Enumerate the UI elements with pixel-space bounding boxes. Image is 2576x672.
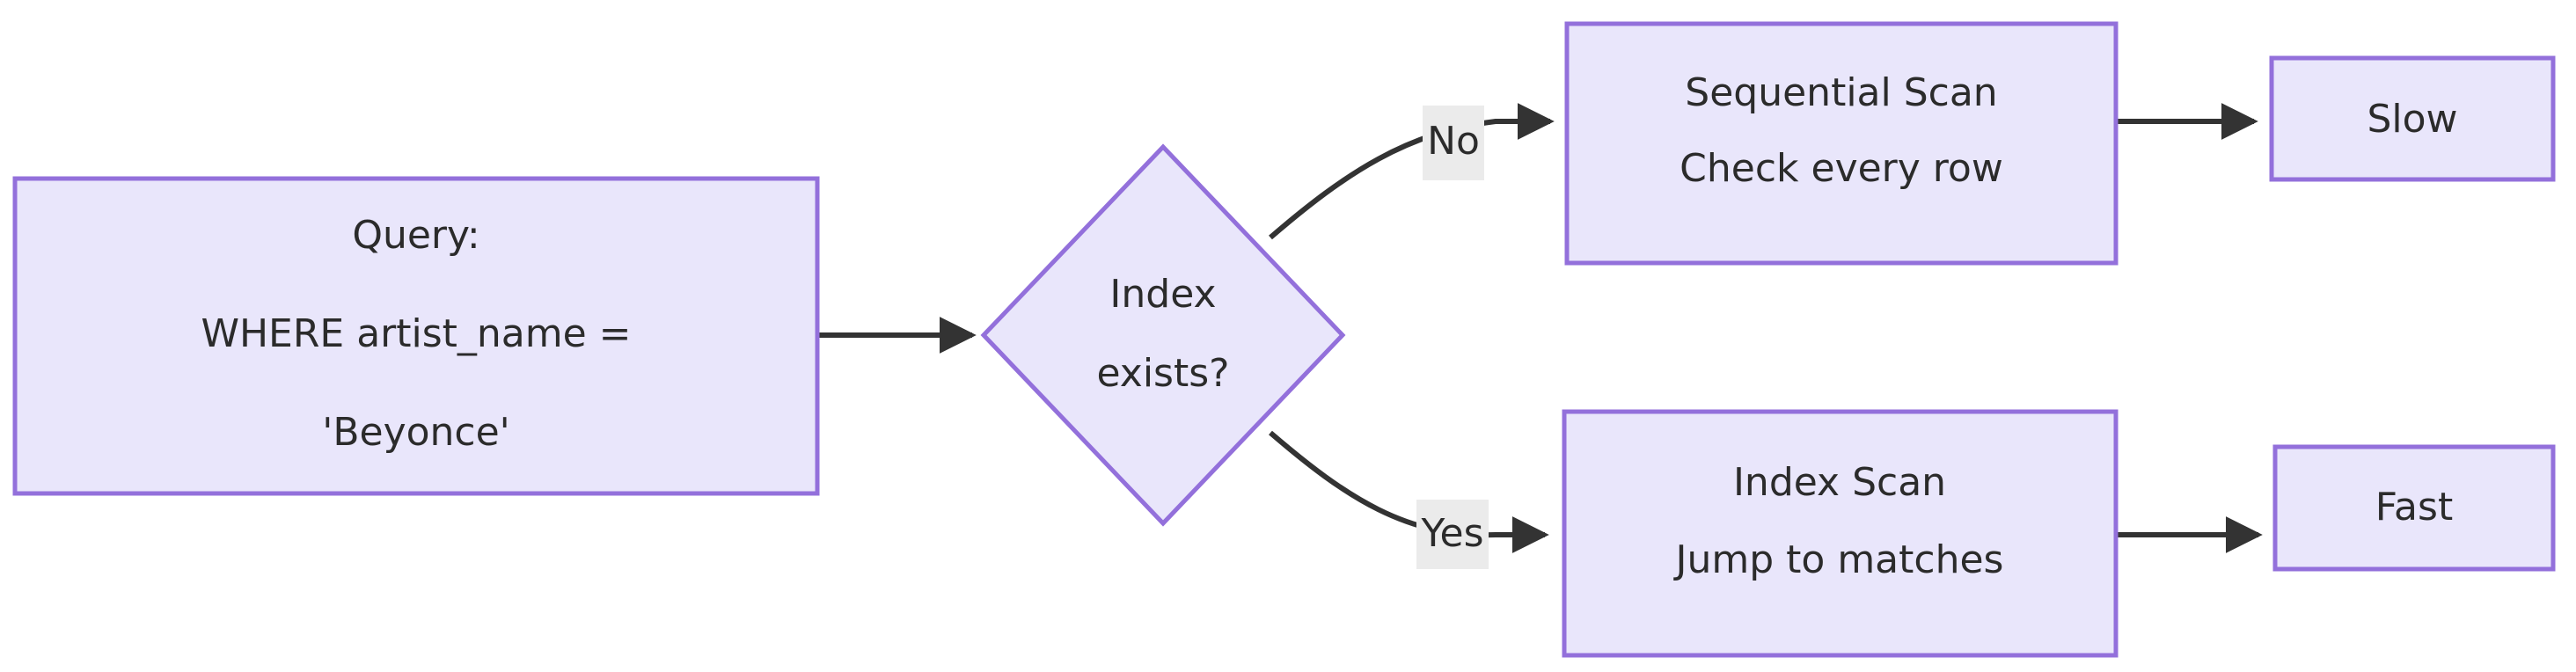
node-decision-line-1: Index [1109,272,1216,317]
node-slow-box [2269,55,2556,182]
node-query-box [12,176,820,496]
node-decision-diamond [980,143,1346,527]
edge-label-no-bg [1423,106,1484,180]
edge-decision-to-indexscan [1269,430,1549,553]
node-slow[interactable]: Slow [2269,55,2556,182]
node-index-scan-box [1562,409,2119,658]
node-slow-label: Slow [2367,97,2457,142]
node-sequential-scan-line-1: Sequential Scan [1685,70,1997,115]
node-sequential-scan-box [1564,21,2119,266]
node-query-line-1: Query: [352,213,479,258]
node-index-scan[interactable]: Index Scan Jump to matches [1562,409,2119,658]
node-fast[interactable]: Fast [2272,444,2556,572]
node-query[interactable]: Query: WHERE artist_name = 'Beyonce' [12,176,820,496]
node-decision[interactable]: Index exists? [980,143,1346,527]
node-fast-box [2272,444,2556,572]
node-sequential-scan-line-2: Check every row [1680,146,2003,191]
node-sequential-scan[interactable]: Sequential Scan Check every row [1564,21,2119,266]
node-query-line-2: WHERE artist_name = [201,311,631,356]
node-fast-label: Fast [2375,485,2453,530]
node-index-scan-line-2: Jump to matches [1673,537,2004,582]
edge-label-yes-text: Yes [1420,511,1483,556]
edge-label-no: No [1423,106,1484,180]
node-query-line-3: 'Beyonce' [322,410,510,455]
edge-label-yes: Yes [1416,500,1489,569]
node-decision-line-2: exists? [1096,351,1229,396]
edge-label-yes-bg [1416,500,1489,569]
edge-decision-to-seqscan [1269,103,1555,240]
node-index-scan-line-1: Index Scan [1733,460,1946,505]
edge-label-no-text: No [1427,119,1480,164]
